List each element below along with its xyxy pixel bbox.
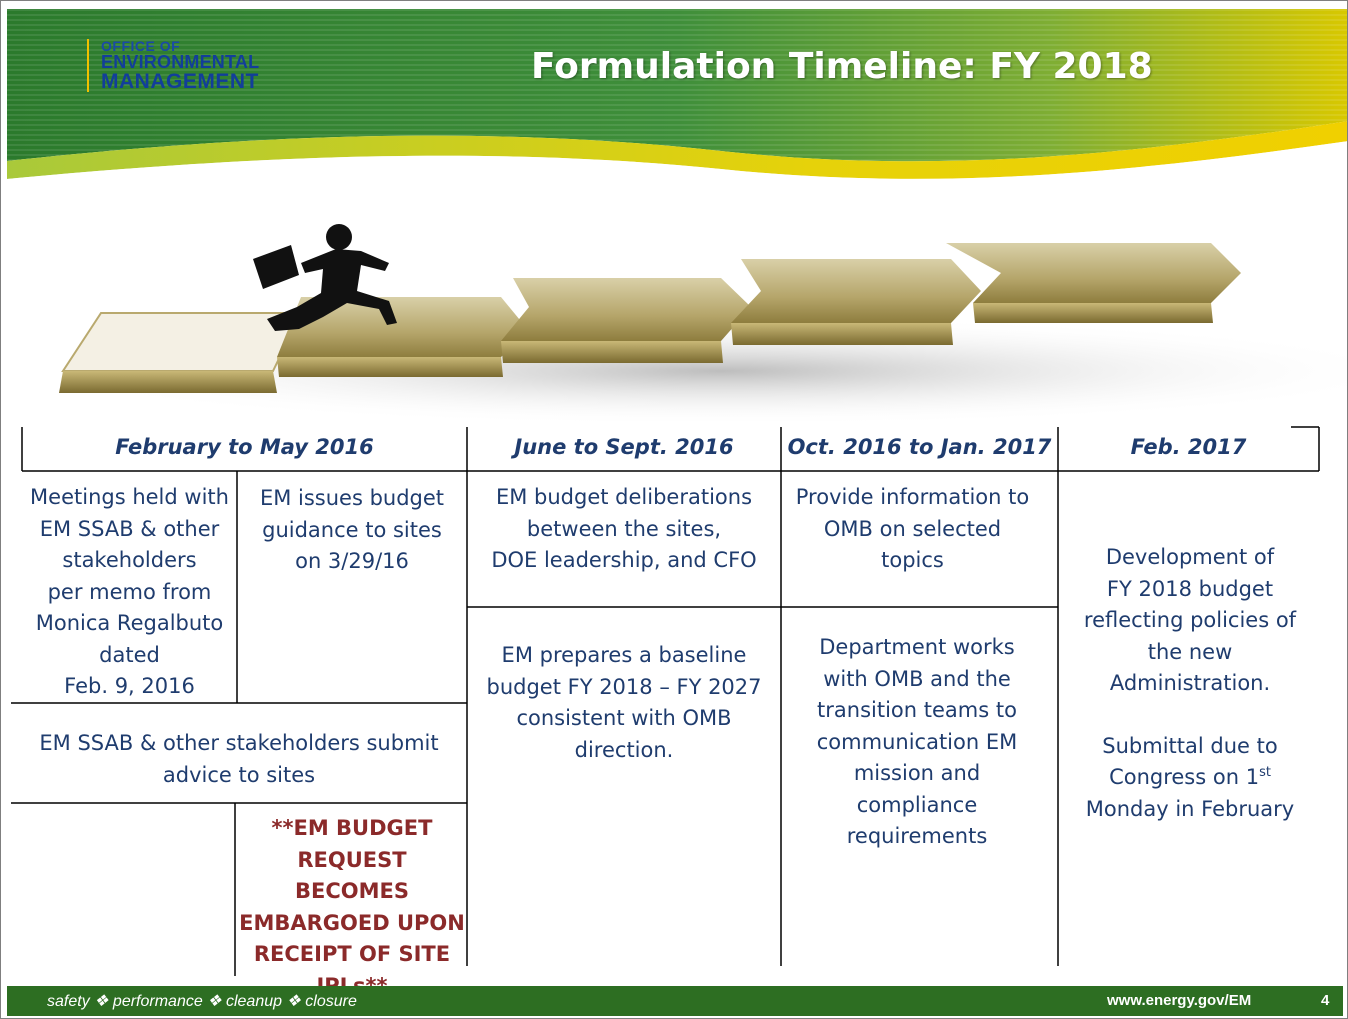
cell-line: OMB on selected [823,516,1002,541]
logo-line-2: ENVIRONMENTAL [101,52,260,72]
cell-line: Submittal due to [1102,733,1278,758]
cell-line: per memo from [47,579,212,604]
cell-line: between the sites, [526,516,722,541]
baseline-budget-cell: EM prepares a baseline budget FY 2018 – … [471,640,777,766]
cell-line: dated [99,642,160,667]
cell-line: mission and [853,761,981,785]
cell-line: reflecting policies of [1083,608,1297,632]
cell-line: Provide information to [795,485,1030,509]
cell-line: EM SSAB & other stakeholders submit [39,731,439,755]
stakeholders-advice-cell: EM SSAB & other stakeholders submit advi… [11,728,467,791]
column-header-feb-may-2016: February to May 2016 [115,435,374,459]
cell-line: requirements [846,824,988,848]
cell-line: Monday in February [1085,796,1295,821]
cell-line: Development of [1105,545,1275,569]
office-logo: OFFICE OF ENVIRONMENTAL MANAGEMENT [87,39,259,92]
column-header-oct-2016-jan-2017: Oct. 2016 to Jan. 2017 [787,435,1052,459]
cell-line: topics [881,548,944,572]
submittal-text: Congress on 1 [1109,765,1260,789]
cell-line: Monica Regalbuto [35,611,224,635]
cell-line: EM SSAB & other [39,516,220,541]
cell-line: direction. [574,737,674,762]
department-works-cell: Department works with OMB and the transi… [781,632,1053,853]
cell-line: EMBARGOED UPON [239,910,465,935]
cell-line: transition teams to [817,698,1017,722]
budget-deliberations-cell: EM budget deliberations between the site… [471,482,777,577]
footer-bar: safety ❖ performance ❖ cleanup ❖ closure… [7,986,1343,1016]
cell-line: Congress on 1st [1061,762,1319,794]
column-header-feb-2017: Feb. 2017 [1130,435,1247,459]
cell-line: Feb. 9, 2016 [64,674,195,698]
cell-line: on 3/29/16 [295,549,409,573]
ordinal-suffix: st [1259,765,1271,780]
omb-information-cell: Provide information to OMB on selected t… [781,482,1044,577]
cell-line: budget FY 2018 – FY 2027 [486,674,762,699]
cell-line: **EM BUDGET [271,816,433,840]
logo-line-3: MANAGEMENT [101,70,259,93]
header-wave-background [1,1,1347,189]
cell-line: Administration. [1109,671,1271,695]
budget-guidance-cell: EM issues budget guidance to sites on 3/… [237,483,467,578]
cell-line: consistent with OMB [516,706,732,730]
running-businessman-on-steps-icon [21,224,1347,421]
embargo-notice-cell: **EM BUDGET REQUEST BECOMES EMBARGOED UP… [237,813,467,1002]
cell-line: Meetings held with [30,485,229,509]
column-header-june-sept-2016: June to Sept. 2016 [514,435,734,459]
slide-title: Formulation Timeline: FY 2018 [531,46,1153,87]
page-number: 4 [1321,992,1330,1009]
cell-line: EM prepares a baseline [501,643,747,667]
cell-line: RECEIPT OF SITE [253,942,451,966]
cell-line: guidance to sites [262,517,442,542]
cell-line: EM issues budget [259,486,445,510]
footer-tagline: safety ❖ performance ❖ cleanup ❖ closure [47,993,357,1010]
cell-line: advice to sites [162,762,316,787]
cell-line: FY 2018 budget [1106,576,1274,601]
cell-line: communication EM [816,729,1018,754]
cell-line: EM budget deliberations [495,485,753,509]
cell-line: REQUEST BECOMES [295,847,409,904]
fy2018-development-cell: Development of FY 2018 budget reflecting… [1061,542,1319,825]
cell-line: DOE leadership, and CFO [491,548,757,572]
cell-line: compliance [856,792,978,817]
cell-line: with OMB and the [823,666,1011,691]
cell-line: stakeholders [62,548,197,572]
cell-line: Department works [819,635,1015,659]
cell-line: the new [1147,639,1233,664]
stakeholder-meetings-cell: Meetings held with EM SSAB & other stake… [22,482,237,703]
footer-url[interactable]: www.energy.gov/EM [1107,992,1252,1009]
logo-line-1: OFFICE OF [101,38,181,54]
